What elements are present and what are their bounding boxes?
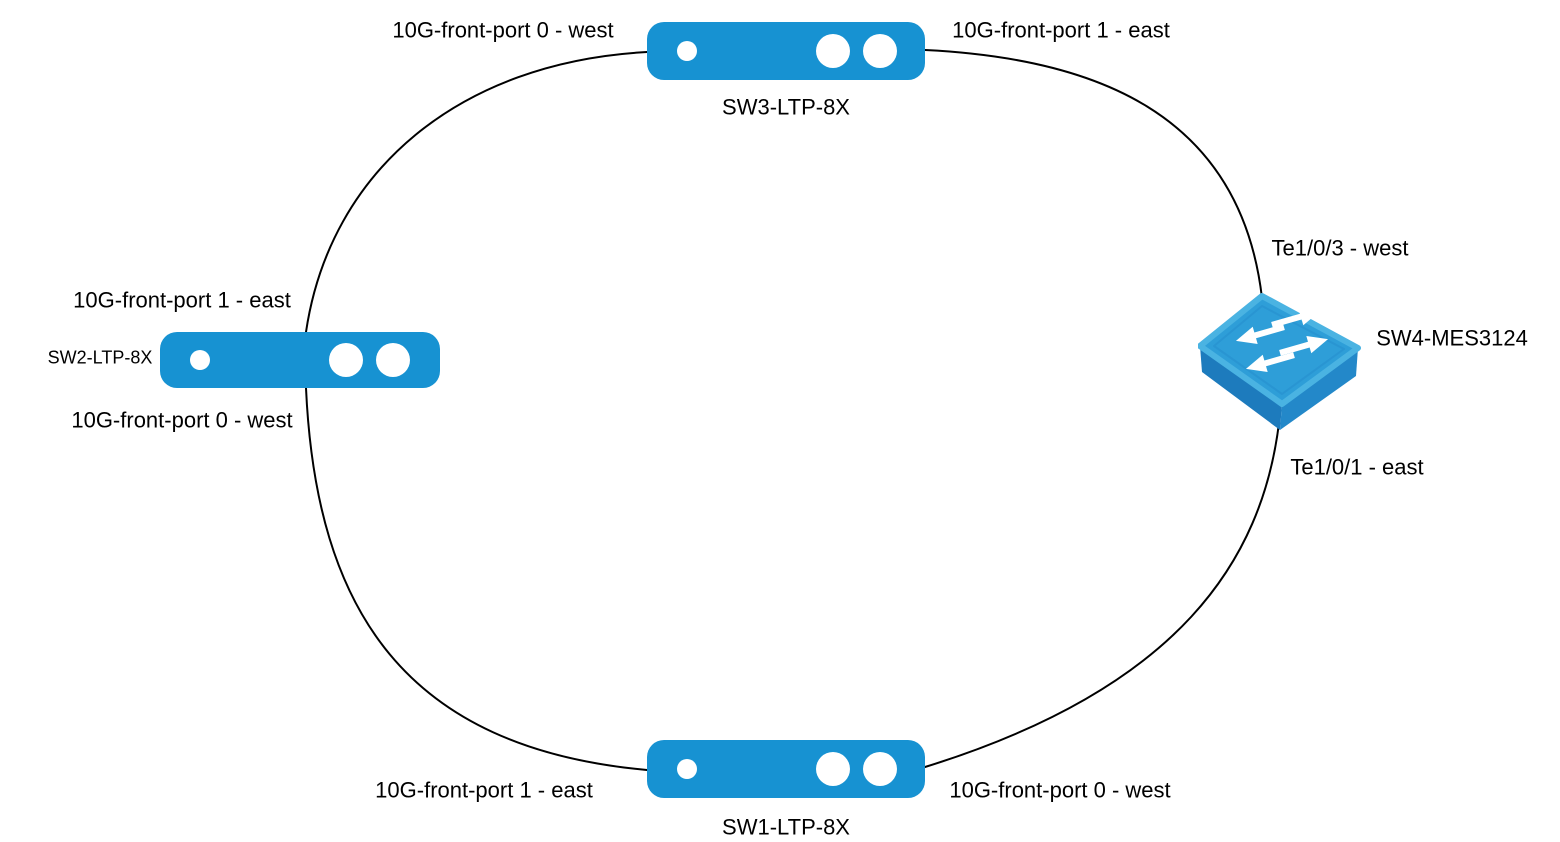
label-sw4-port-east: Te1/0/1 - east bbox=[1290, 454, 1424, 480]
link-sw3-sw4 bbox=[924, 49, 1263, 299]
link-sw1-sw2 bbox=[305, 387, 648, 771]
label-sw1-port-east: 10G-front-port 1 - east bbox=[375, 777, 593, 803]
label-sw3-port-east: 10G-front-port 1 - east bbox=[952, 17, 1170, 43]
switch-top-face bbox=[1198, 293, 1361, 407]
switch-left-face bbox=[1200, 346, 1282, 430]
label-sw3-name: SW3-LTP-8X bbox=[722, 94, 850, 120]
switch-right-face bbox=[1280, 348, 1358, 430]
node-sw3-ltp-8x bbox=[647, 22, 925, 80]
port-dot-icon bbox=[863, 34, 897, 68]
port-dot-icon bbox=[677, 41, 697, 61]
link-sw2-sw3 bbox=[305, 51, 648, 333]
port-dot-icon bbox=[677, 759, 697, 779]
switch-arrows-icon bbox=[1235, 307, 1329, 373]
label-sw3-port-west: 10G-front-port 0 - west bbox=[392, 17, 614, 43]
label-sw4-port-west: Te1/0/3 - west bbox=[1271, 235, 1409, 261]
port-dot-icon bbox=[816, 752, 850, 786]
node-sw2-ltp-8x bbox=[160, 332, 440, 388]
port-dot-icon bbox=[329, 343, 363, 377]
label-sw1-name: SW1-LTP-8X bbox=[722, 814, 850, 840]
port-dot-icon bbox=[863, 752, 897, 786]
label-sw4-name: SW4-MES3124 bbox=[1376, 325, 1528, 351]
label-sw1-port-west: 10G-front-port 0 - west bbox=[949, 777, 1171, 803]
port-dot-icon bbox=[376, 343, 410, 377]
label-sw2-name: SW2-LTP-8X bbox=[47, 347, 153, 368]
node-sw4-mes3124-switch-icon bbox=[1198, 293, 1361, 430]
switch-top-face-inset bbox=[1213, 305, 1345, 395]
node-sw1-ltp-8x bbox=[647, 740, 925, 798]
label-sw2-port-west: 10G-front-port 0 - west bbox=[71, 407, 293, 433]
port-dot-icon bbox=[816, 34, 850, 68]
port-dot-icon bbox=[190, 350, 210, 370]
label-sw2-port-east: 10G-front-port 1 - east bbox=[73, 287, 291, 313]
link-sw4-sw1 bbox=[924, 422, 1280, 768]
